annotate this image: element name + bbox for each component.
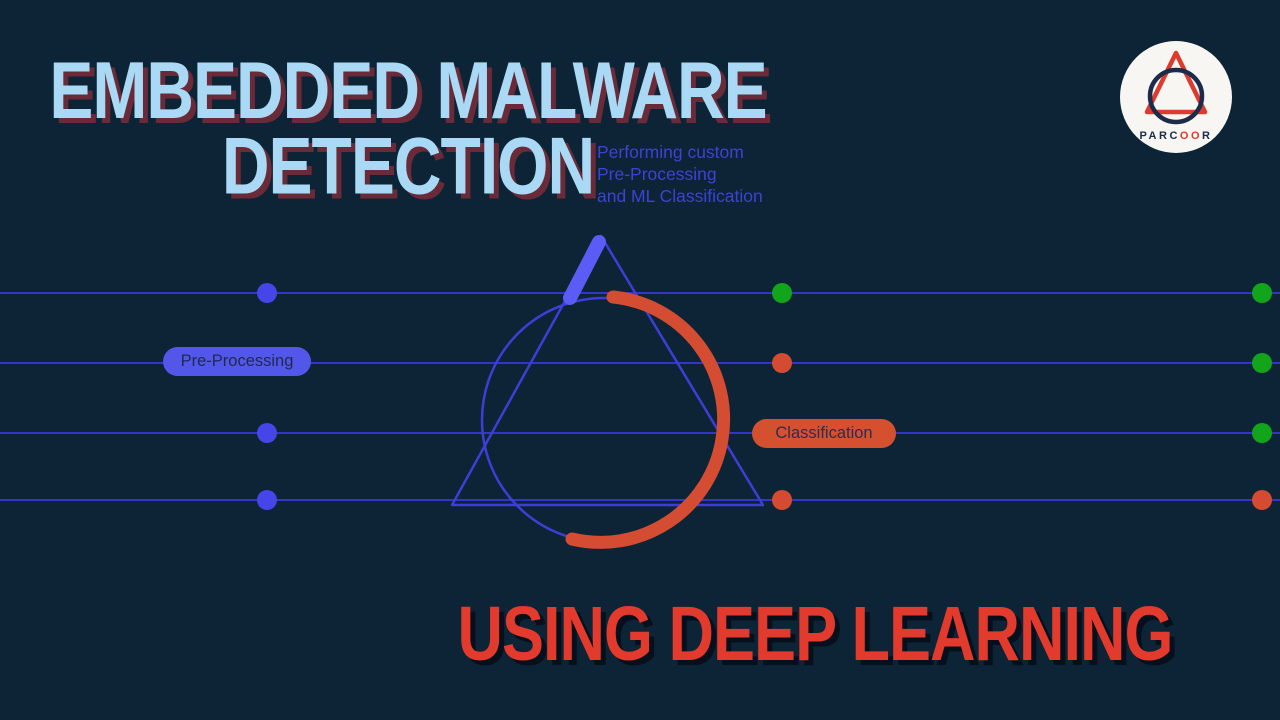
bottom-title-text: USING DEEP LEARNING [457, 591, 1174, 678]
node-dot-right-green-2 [1252, 353, 1272, 373]
main-title-line2: DETECTION [221, 120, 595, 211]
subtitle-line2: Pre-Processing [597, 164, 717, 184]
node-dot-left-blue-1 [257, 283, 277, 303]
triangle-outline [450, 234, 765, 507]
blue-highlight-segment [563, 235, 606, 305]
node-dot-mid-red-1 [772, 353, 792, 373]
main-title-line1: EMBEDDED MALWARE [49, 44, 767, 135]
wordmark-part2: OO [1179, 130, 1203, 142]
bottom-title: USING DEEP LEARNING [415, 591, 1215, 678]
subtitle: Performing custom Pre-Processing and ML … [597, 141, 763, 207]
logo-triangle-icon [1144, 50, 1208, 115]
wordmark-part1: PARC [1139, 130, 1180, 142]
wordmark-part3: R [1202, 130, 1213, 142]
node-dot-left-blue-3 [257, 490, 277, 510]
node-dot-right-green-3 [1252, 423, 1272, 443]
node-dot-right-red [1252, 490, 1272, 510]
node-dot-left-blue-2 [257, 423, 277, 443]
node-dot-mid-green [772, 283, 792, 303]
red-progress-arc [565, 290, 731, 549]
node-dot-right-green-1 [1252, 283, 1272, 303]
subtitle-line3: and ML Classification [597, 186, 763, 206]
preprocessing-label-pill: Pre-Processing [163, 347, 311, 376]
logo-circle-icon [1147, 67, 1205, 125]
parcoor-logo: PARCOOR [1120, 41, 1232, 153]
main-title: EMBEDDED MALWARE DETECTION [38, 44, 778, 211]
classification-label-pill: Classification [752, 419, 896, 448]
preprocessing-label: Pre-Processing [180, 352, 294, 370]
classification-label: Classification [775, 424, 873, 442]
parcoor-logo-mark [1144, 50, 1208, 125]
node-dot-mid-red-2 [772, 490, 792, 510]
parcoor-wordmark: PARCOOR [1120, 130, 1232, 142]
subtitle-line1: Performing custom [597, 142, 744, 162]
